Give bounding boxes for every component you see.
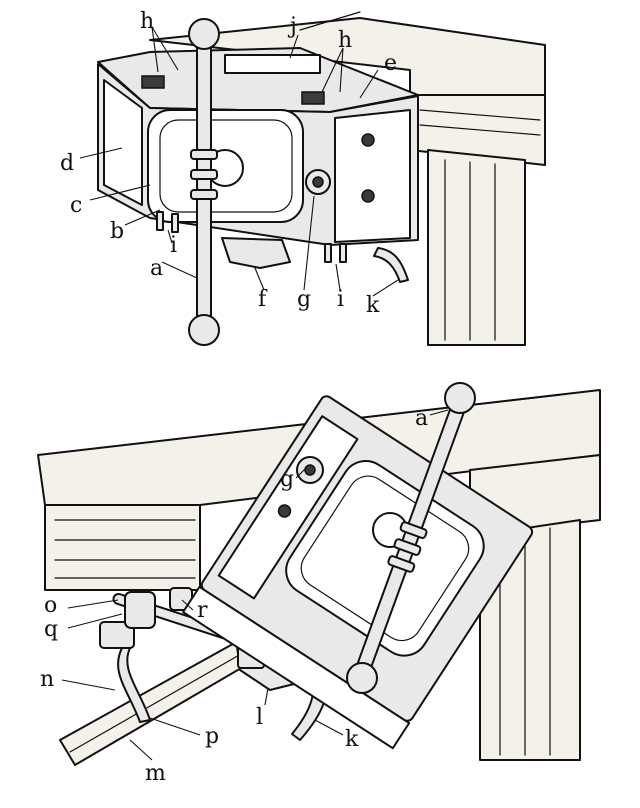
bottom-clamp-bracket bbox=[124, 591, 156, 629]
top-label-f: f bbox=[258, 287, 268, 312]
bottom-labels: a g o r q n l p k m bbox=[40, 406, 428, 786]
bottom-vise-base-plate bbox=[182, 585, 411, 750]
bottom-label-a: a bbox=[415, 406, 428, 431]
top-label-e: e bbox=[384, 51, 397, 76]
bottom-label-n: n bbox=[40, 667, 54, 692]
top-handle-bar-a bbox=[196, 39, 212, 331]
top-vise-drawing bbox=[97, 11, 546, 346]
top-handle-ball-lower bbox=[188, 314, 220, 346]
bottom-label-p: p bbox=[205, 724, 219, 749]
bottom-handle-ball-upper bbox=[444, 382, 476, 414]
bottom-label-o: o bbox=[44, 593, 57, 618]
bottom-label-l: l bbox=[256, 705, 263, 730]
top-handle-ball-upper bbox=[188, 18, 220, 50]
bottom-handle-ball-lower bbox=[346, 662, 378, 694]
top-label-h-right: h bbox=[338, 28, 352, 53]
bottom-vise-body bbox=[182, 395, 534, 750]
bottom-leader-lines bbox=[61, 409, 449, 761]
top-label-b: b bbox=[110, 219, 124, 244]
bottom-label-k: k bbox=[345, 727, 359, 752]
top-label-d: d bbox=[60, 151, 74, 176]
bottom-label-g: g bbox=[280, 467, 294, 492]
top-bench-leg bbox=[427, 149, 526, 346]
bottom-label-q: q bbox=[44, 617, 58, 642]
top-label-h-left: h bbox=[140, 9, 154, 34]
top-vise-right-jaw bbox=[334, 109, 411, 243]
top-pad-h-right bbox=[301, 91, 325, 105]
top-label-i-left: i bbox=[170, 233, 177, 258]
top-pad-h-left bbox=[141, 75, 165, 89]
bottom-bench-front-board bbox=[44, 504, 201, 591]
top-jaw-bolts bbox=[361, 133, 375, 203]
top-vise-jaw-plate-j bbox=[224, 54, 321, 74]
top-label-k: k bbox=[366, 293, 380, 318]
top-label-g: g bbox=[297, 287, 311, 312]
bottom-bench-leg bbox=[479, 519, 581, 761]
top-handle-collars bbox=[190, 149, 218, 200]
bottom-lever-p bbox=[117, 647, 151, 723]
top-labels: h j h e d c b i a f g i k bbox=[60, 9, 397, 318]
bottom-label-m: m bbox=[145, 761, 166, 786]
top-vise-side-face-d bbox=[103, 79, 143, 206]
top-label-a: a bbox=[150, 256, 163, 281]
bottom-vise-drawing bbox=[37, 382, 601, 766]
top-leader-lines bbox=[79, 26, 399, 297]
top-label-j: j bbox=[287, 14, 297, 39]
top-lever-k bbox=[373, 247, 409, 283]
top-foot-f bbox=[221, 237, 291, 269]
bottom-label-r: r bbox=[197, 598, 208, 623]
top-label-i-right: i bbox=[337, 287, 344, 312]
bottom-clamp-q bbox=[99, 621, 135, 649]
top-label-c: c bbox=[70, 193, 82, 218]
top-pins-i bbox=[156, 211, 347, 263]
